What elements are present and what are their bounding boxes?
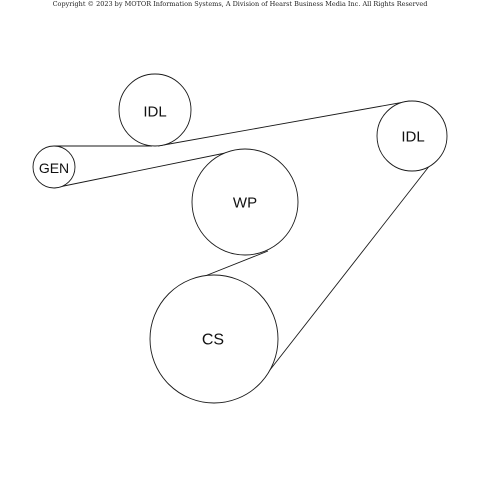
copyright-notice: Copyright © 2023 by MOTOR Information Sy…: [52, 0, 428, 8]
pulley-idl-top: IDL: [118, 73, 192, 147]
belt-span-gen-to-wp: [53, 149, 241, 189]
belt-span-idl-top-to-idl-right: [157, 100, 411, 147]
pulley-label-cs: CS: [202, 332, 224, 349]
belt-span-wp-to-cs: [199, 250, 269, 279]
pulley-cs: CS: [149, 274, 279, 404]
pulley-gen: GEN: [32, 145, 76, 189]
belt: [53, 100, 435, 376]
pulley-label-gen: GEN: [39, 160, 69, 176]
pulley-label-wp: WP: [233, 195, 257, 212]
pulley-idl-right: IDL: [376, 100, 448, 172]
belt-span-idl-right-to-cs: [265, 159, 435, 376]
pulley-wp: WP: [191, 148, 299, 256]
pulley-label-idl-right: IDL: [401, 129, 424, 146]
pulley-label-idl-top: IDL: [143, 104, 166, 121]
